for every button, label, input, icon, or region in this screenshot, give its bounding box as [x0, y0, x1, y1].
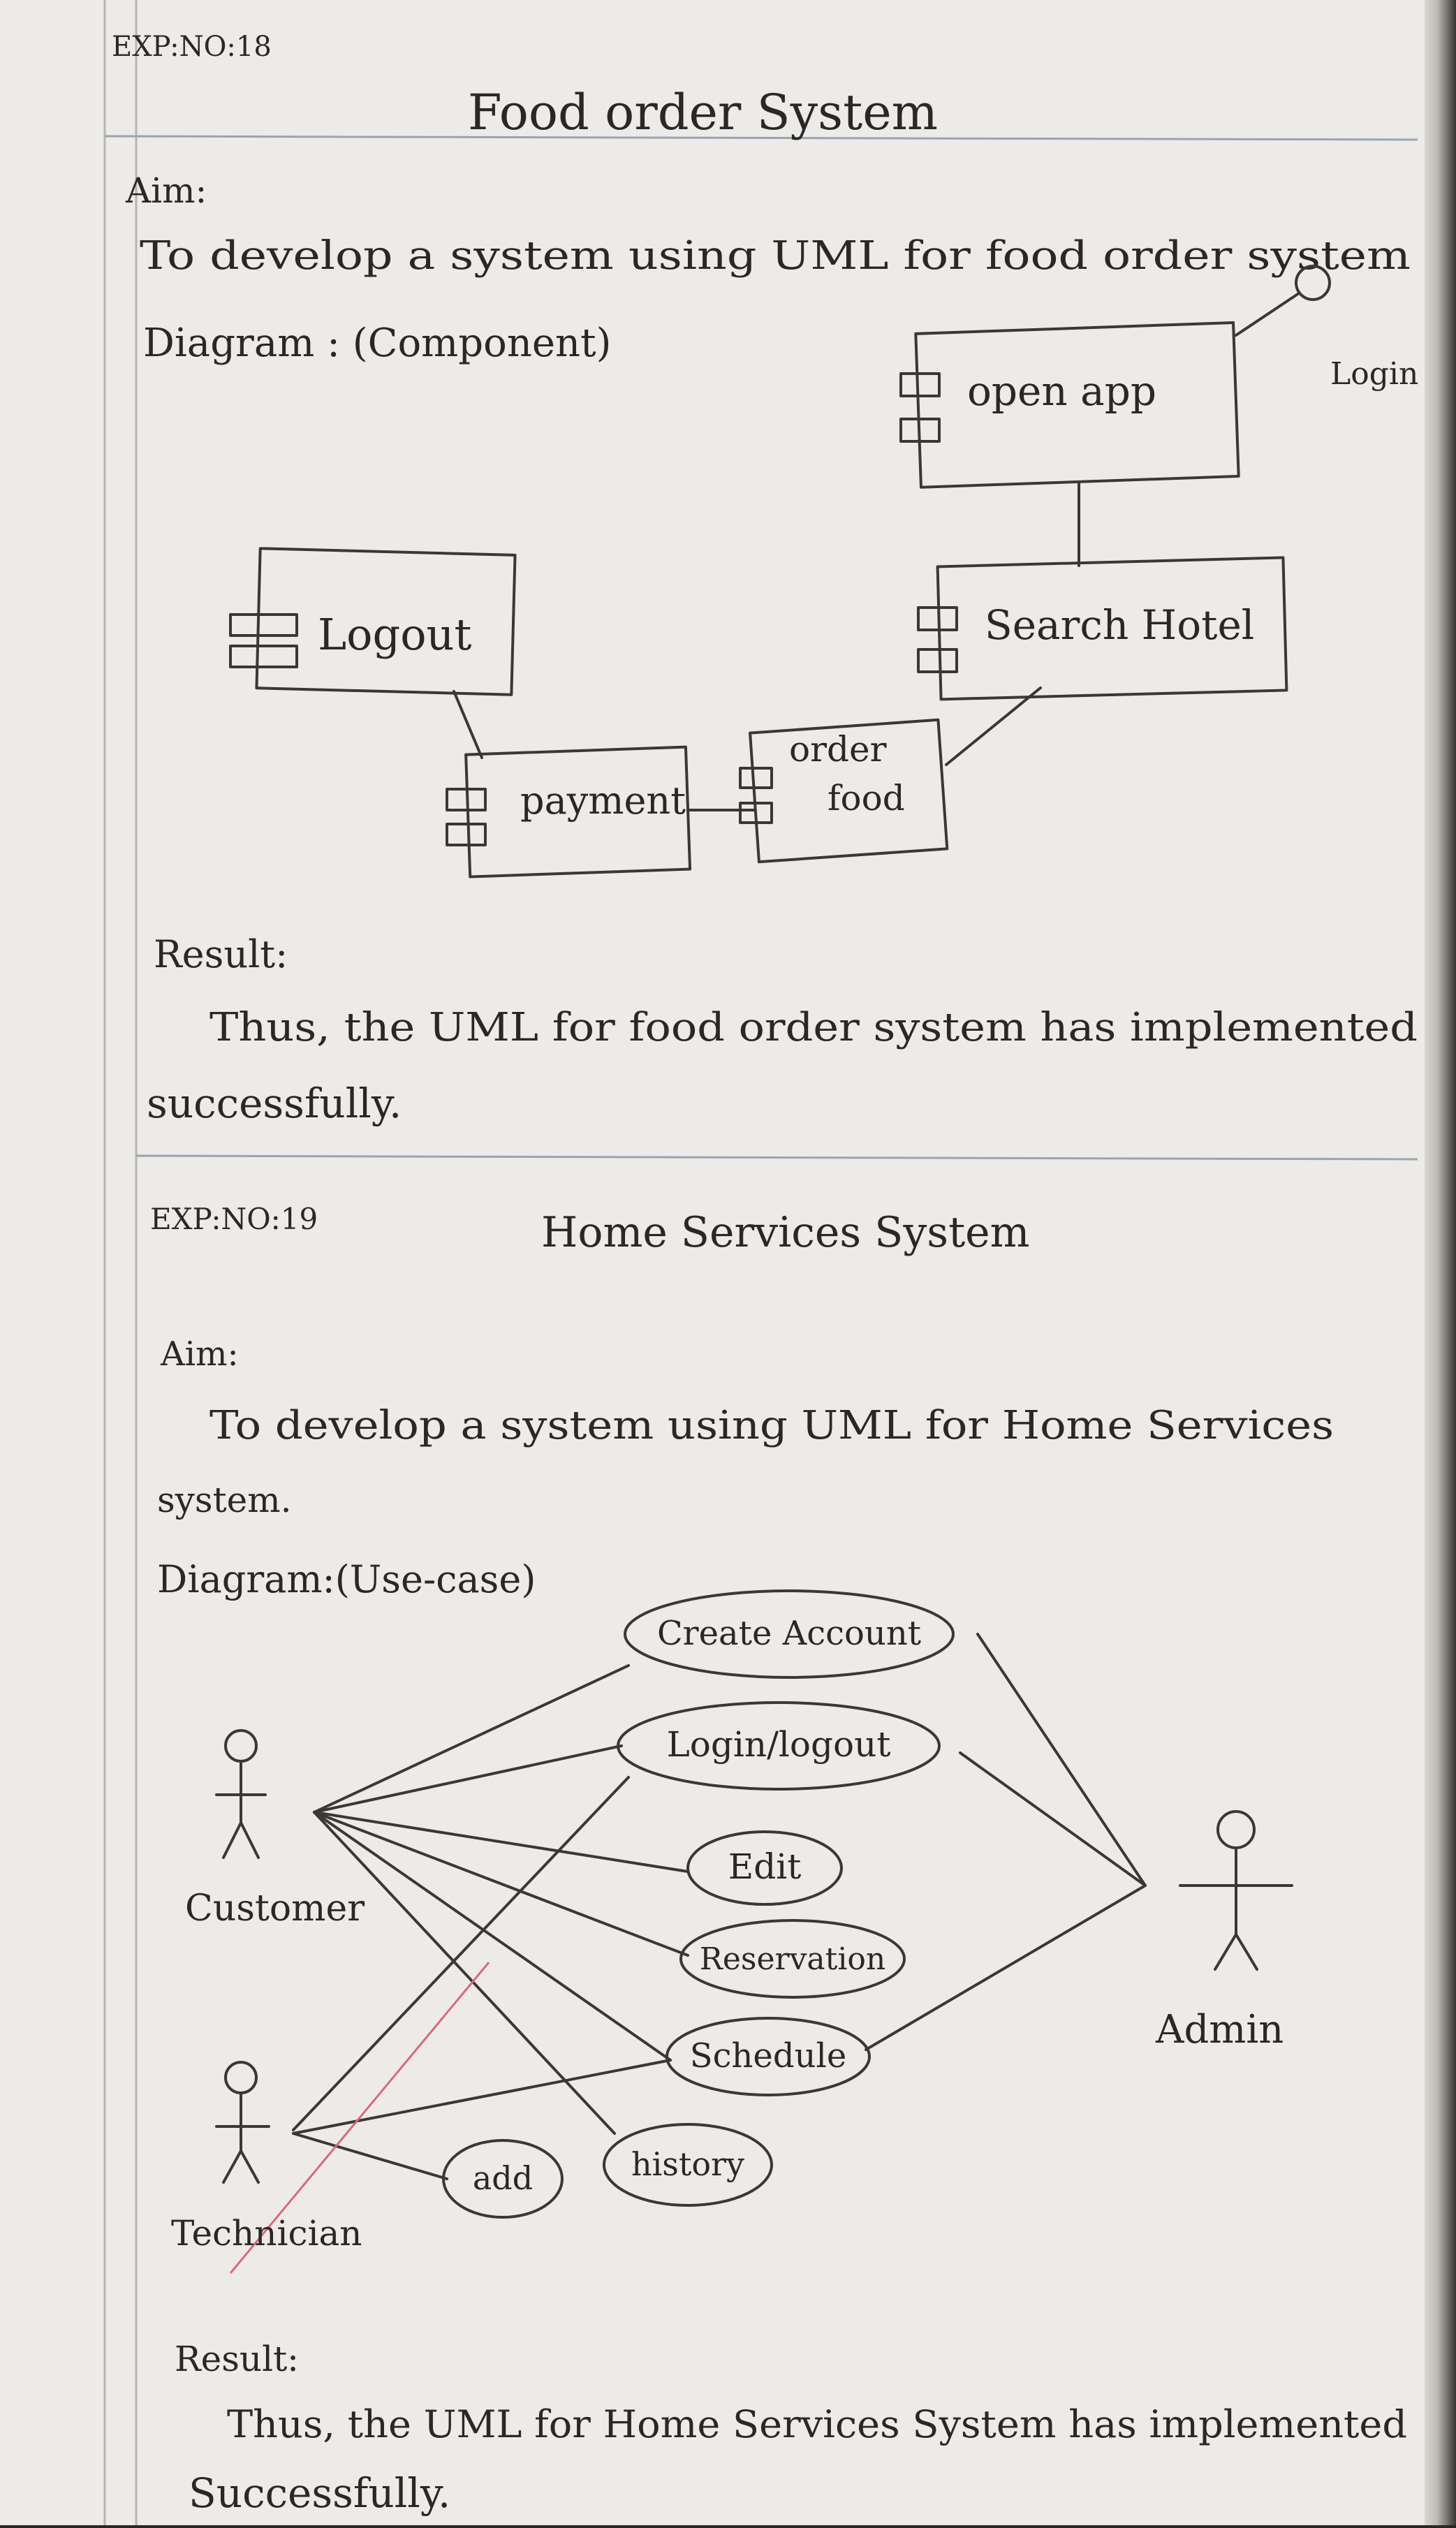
exp19-aim-line2: system.: [157, 1480, 292, 1520]
exp19-result-line1: Thus, the UML for Home Services System h…: [227, 2402, 1407, 2446]
use-case-edit-label: Edit: [728, 1846, 802, 1887]
red-pen-stroke: [229, 1962, 490, 2274]
actor-customer-label: Customer: [185, 1888, 365, 1930]
use-case-history-label: history: [631, 2145, 744, 2183]
exp18-result-line1: Thus, the UML for food order system has …: [209, 1005, 1418, 1050]
use-case-login-logout: Login/logout: [617, 1701, 941, 1791]
actor-admin-label: Admin: [1155, 2007, 1284, 2052]
component-payment-label: payment: [520, 779, 686, 823]
exp18-number: EXP:NO:18: [112, 31, 272, 63]
component-food-label: food: [828, 778, 905, 818]
component-open-app-label: open app: [967, 367, 1156, 415]
exp18-result-heading: Result:: [154, 932, 288, 976]
component-logout-label: Logout: [318, 609, 471, 660]
component-search-hotel-label: Search Hotel: [985, 601, 1254, 649]
notebook-page: EXP:NO:18 Food order System Aim: To deve…: [0, 0, 1425, 2525]
use-case-history: history: [603, 2123, 773, 2207]
exp19-result-line2: Successfully.: [189, 2469, 450, 2517]
associations: [229, 1633, 1147, 2274]
exp19-aim-heading: Aim:: [160, 1335, 239, 1374]
component-payment: payment: [446, 745, 692, 879]
component-diagram: Login open app Search Hotel Logout: [229, 265, 1418, 879]
component-order-food: order food: [739, 718, 949, 864]
actor-technician-label: Technician: [171, 2213, 362, 2254]
use-case-create-account: Create Account: [624, 1589, 955, 1679]
page-edge: [1425, 0, 1456, 2525]
exp19-result-heading: Result:: [175, 2339, 299, 2379]
exp18-aim-heading: Aim:: [125, 170, 207, 211]
use-case-add-label: add: [473, 2159, 533, 2197]
connector-logout-payment: [453, 690, 483, 759]
use-case-create-account-label: Create Account: [657, 1614, 921, 1653]
actor-admin: Admin: [1155, 1810, 1293, 2052]
actor-customer: Customer: [185, 1729, 365, 1930]
exp19-number: EXP:NO:19: [150, 1202, 318, 1236]
actor-technician: Technician: [171, 2061, 362, 2254]
use-case-login-logout-label: Login/logout: [667, 1724, 891, 1765]
exp18-diagram-heading: Diagram : (Component): [143, 321, 611, 366]
exp19-diagram-heading: Diagram:(Use-case): [157, 1557, 536, 1601]
component-logout: Logout: [229, 547, 517, 696]
component-login-label: Login: [1330, 356, 1418, 392]
use-case-edit: Edit: [686, 1830, 843, 1906]
exp19-title: Home Services System: [541, 1208, 1030, 1257]
use-case-diagram: Customer Technician Admin Create Account…: [171, 1589, 1293, 2274]
exp18-result-line2: successfully.: [147, 1080, 402, 1127]
page-rules: [103, 0, 1418, 2525]
exp18-title: Food order System: [468, 84, 938, 141]
page-content: EXP:NO:18 Food order System Aim: To deve…: [103, 0, 1418, 2525]
use-case-add: add: [442, 2139, 564, 2219]
use-case-schedule: Schedule: [666, 2017, 871, 2096]
use-case-schedule-label: Schedule: [690, 2036, 846, 2075]
connector-openapp-login: [1235, 292, 1300, 337]
use-case-reservation-label: Reservation: [700, 1941, 886, 1977]
component-open-app: open app: [899, 321, 1240, 489]
component-search-hotel: Search Hotel: [917, 556, 1288, 701]
exp19-aim-line1: To develop a system using UML for Home S…: [209, 1403, 1334, 1448]
exp18-aim-text: To develop a system using UML for food o…: [140, 233, 1411, 279]
connector-search-order: [945, 686, 1042, 766]
use-case-reservation: Reservation: [679, 1919, 906, 1999]
login-interface: [1295, 265, 1331, 301]
component-order-label: order: [789, 729, 887, 770]
